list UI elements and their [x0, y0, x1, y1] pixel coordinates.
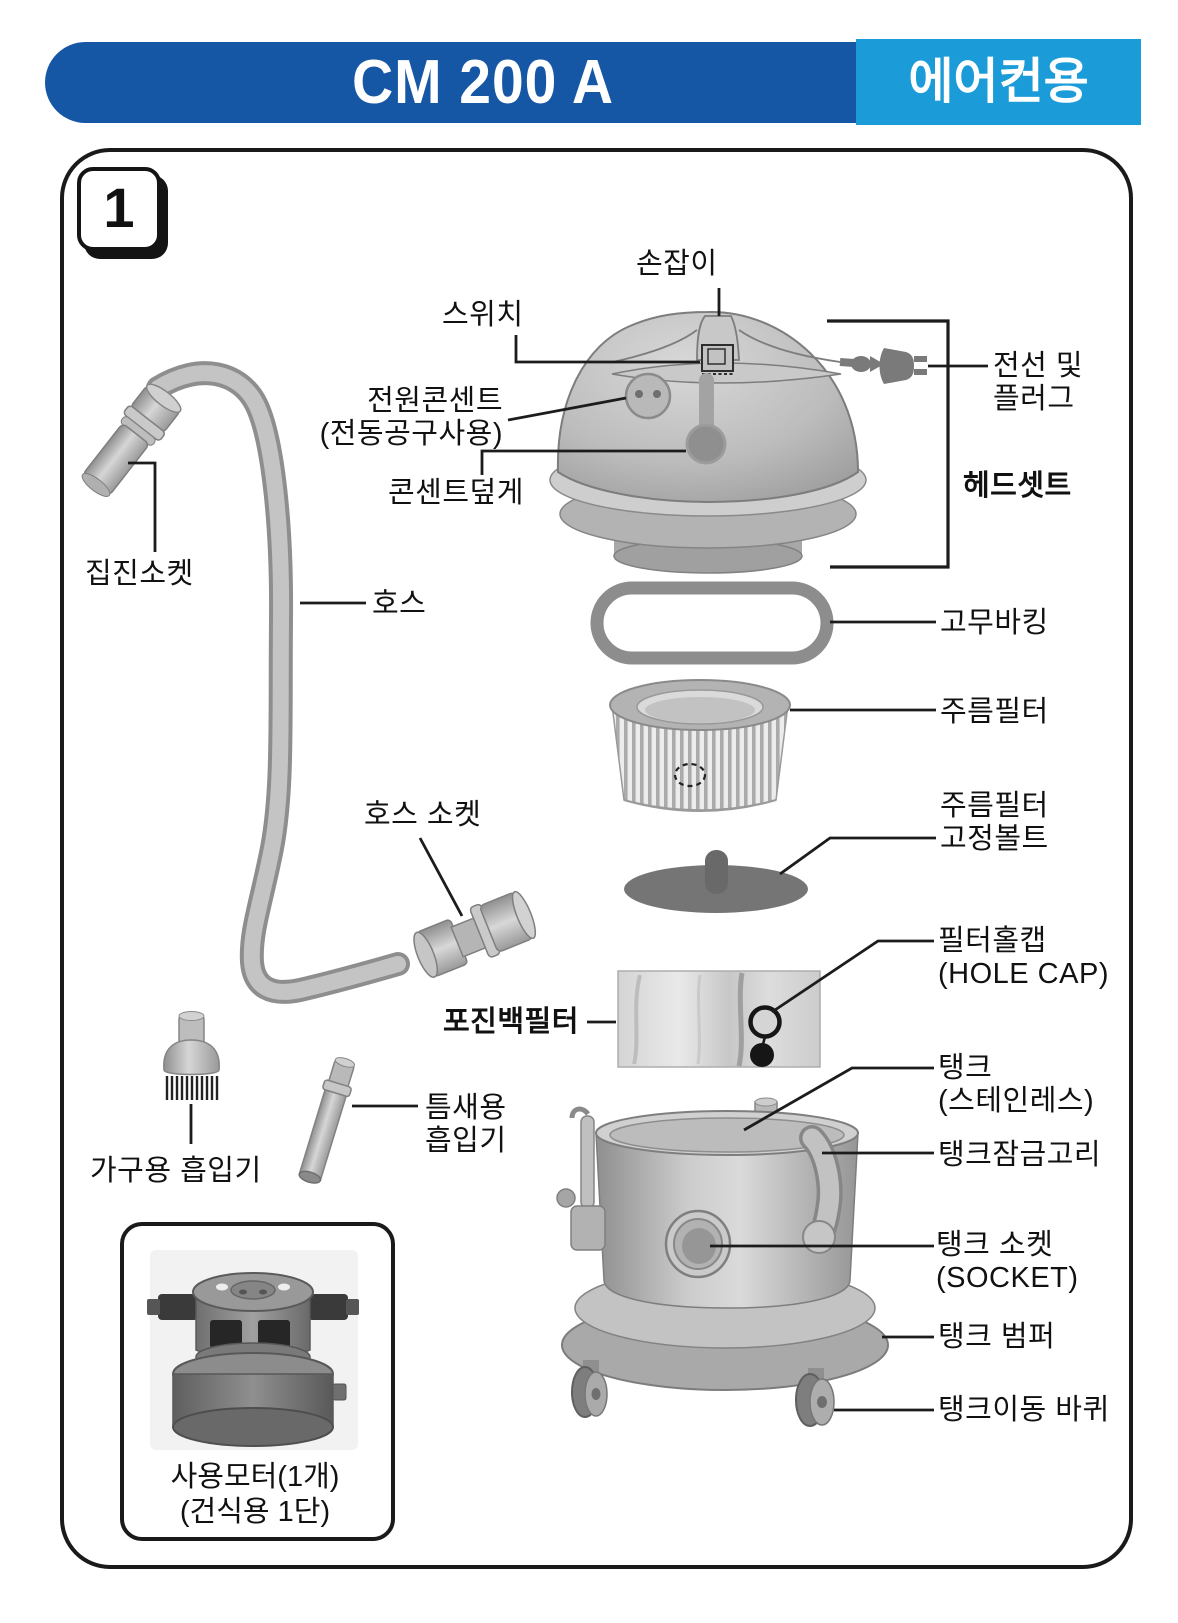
- part-label-hole-cap: 필터홀캡 (HOLE CAP): [938, 925, 1109, 990]
- part-label-furniture-tool: 가구용 흡입기: [90, 1155, 262, 1187]
- part-label-dust-socket: 집진소켓: [85, 558, 194, 590]
- part-label-cord-plug: 전선 및 플러그: [993, 350, 1084, 415]
- part-label-hose: 호스: [372, 588, 427, 620]
- part-label-outlet-cover: 콘센트덮게: [388, 477, 524, 509]
- figure-number-badge: 1: [77, 167, 161, 251]
- part-label-hose-socket: 호스 소켓: [364, 799, 482, 831]
- page-title: CM 200 A: [351, 48, 614, 117]
- part-label-tank: 탱크 (스테인레스): [938, 1052, 1095, 1117]
- part-label-crevice-tool: 틈새용 흡입기: [425, 1092, 507, 1157]
- part-label-tank-socket: 탱크 소켓 (SOCKET): [936, 1229, 1079, 1294]
- header-tag: 에어컨용: [856, 39, 1141, 125]
- part-label-headset: 헤드셋트: [963, 470, 1072, 502]
- part-label-tank-lock: 탱크잠금고리: [938, 1139, 1102, 1171]
- part-label-filter-bolt: 주름필터 고정볼트: [940, 790, 1049, 855]
- part-label-switch: 스위치: [442, 299, 524, 331]
- motor-box: [120, 1222, 395, 1541]
- diagram-frame: [60, 148, 1133, 1569]
- part-label-bag-filter: 포진백필터: [443, 1006, 579, 1038]
- part-label-tank-bumper: 탱크 범퍼: [938, 1321, 1056, 1353]
- part-label-pleated-filter: 주름필터: [940, 696, 1049, 728]
- motor-caption: 사용모터(1개) (건식용 1단): [170, 1461, 340, 1528]
- part-label-rubber-packing: 고무바킹: [940, 607, 1049, 639]
- part-label-handle: 손잡이: [636, 248, 718, 280]
- part-label-tank-wheels: 탱크이동 바퀴: [938, 1394, 1110, 1426]
- part-label-power-outlet: 전원콘센트 (전동공구사용): [319, 385, 503, 450]
